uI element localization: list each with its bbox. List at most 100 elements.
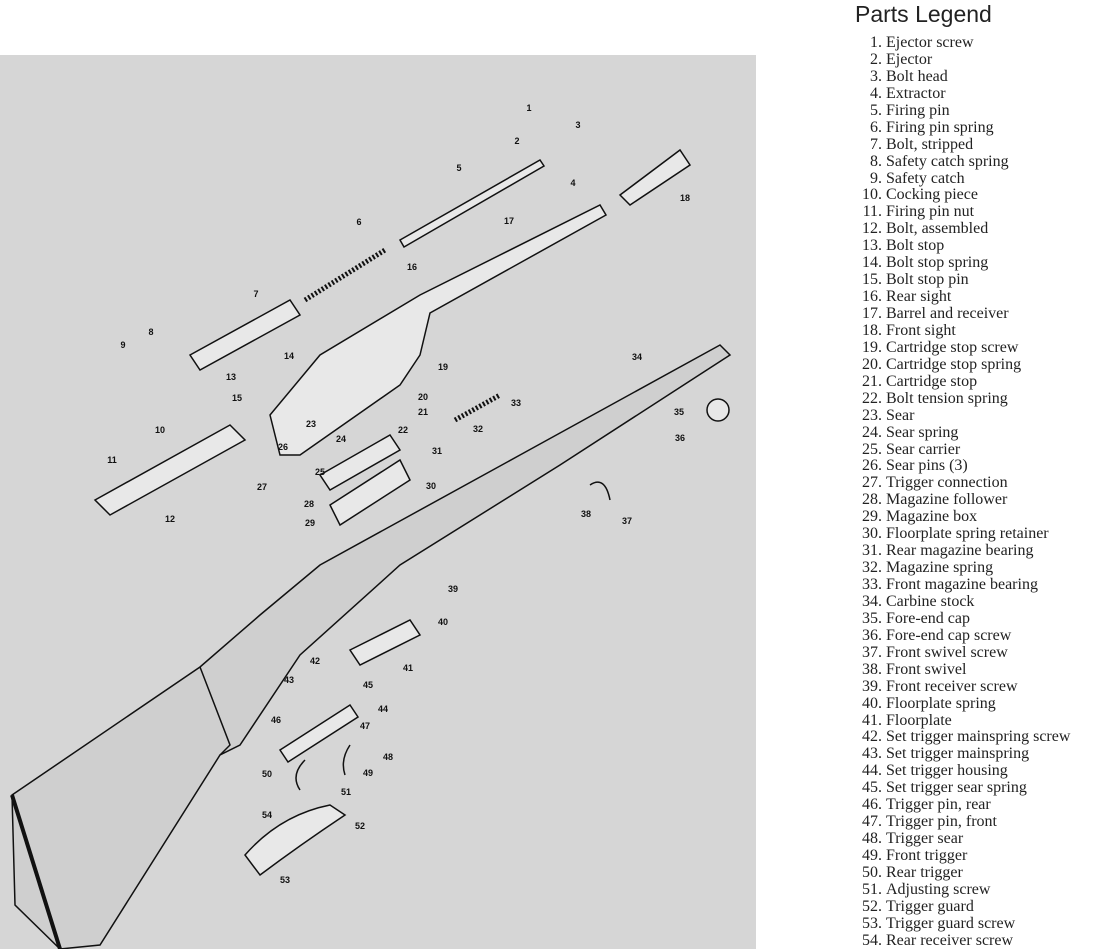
legend-item: 4.Extractor [852, 85, 1070, 102]
callout-41: 41 [402, 663, 414, 673]
legend-item-number: 44. [862, 762, 882, 780]
legend-item-number: 38. [862, 660, 882, 678]
callout-25: 25 [314, 467, 326, 477]
legend-item: 1.Ejector screw [852, 34, 1070, 51]
legend-item: 14.Bolt stop spring [852, 254, 1070, 271]
legend-item-number: 42. [862, 728, 882, 746]
legend-item-label: Fore-end cap screw [886, 626, 1012, 644]
callout-35: 35 [673, 407, 685, 417]
legend-item-label: Trigger guard [886, 897, 974, 915]
legend-item-label: Floorplate spring [886, 694, 996, 712]
legend-item-label: Firing pin spring [886, 118, 994, 136]
legend-item-label: Trigger connection [886, 474, 1008, 492]
callout-45: 45 [362, 680, 374, 690]
legend-item-label: Front sight [886, 321, 956, 339]
legend-item-number: 21. [862, 372, 882, 390]
legend-item: 5.Firing pin [852, 102, 1070, 119]
legend-item-number: 46. [862, 796, 882, 814]
callout-31: 31 [431, 446, 443, 456]
magazine-box [329, 458, 411, 527]
callout-40: 40 [437, 617, 449, 627]
legend-item-label: Bolt tension spring [886, 389, 1008, 407]
legend-item: 49.Front trigger [852, 847, 1070, 864]
legend-item: 6.Firing pin spring [852, 119, 1070, 136]
legend-item-label: Fore-end cap [886, 609, 970, 627]
legend-item-label: Adjusting screw [886, 880, 991, 898]
callout-44: 44 [377, 704, 389, 714]
legend-item-number: 50. [862, 863, 882, 881]
legend-item-label: Trigger guard screw [886, 914, 1016, 932]
legend-item-number: 54. [862, 931, 882, 949]
legend-item: 23.Sear [852, 407, 1070, 424]
legend-item-number: 29. [862, 508, 882, 526]
legend-item: 26.Sear pins (3) [852, 457, 1070, 474]
legend-item-number: 13. [862, 237, 882, 255]
legend-item: 8.Safety catch spring [852, 153, 1070, 170]
legend-item: 46.Trigger pin, rear [852, 796, 1070, 813]
callout-37: 37 [621, 516, 633, 526]
legend-item-number: 47. [862, 813, 882, 831]
legend-item-label: Sear pins (3) [886, 457, 968, 475]
legend-item: 52.Trigger guard [852, 898, 1070, 915]
legend-item-number: 5. [870, 101, 882, 119]
callout-54: 54 [261, 810, 273, 820]
legend-item-number: 52. [862, 897, 882, 915]
legend-item: 19.Cartridge stop screw [852, 339, 1070, 356]
legend-item-number: 11. [862, 203, 882, 221]
front-trigger [342, 744, 351, 776]
legend-item-number: 33. [862, 576, 882, 593]
legend-item: 45.Set trigger sear spring [852, 779, 1070, 796]
legend-item: 9.Safety catch [852, 170, 1070, 187]
callout-14: 14 [283, 351, 295, 361]
legend-item-label: Cartridge stop [886, 372, 978, 390]
callout-8: 8 [148, 327, 154, 337]
legend-item-number: 53. [862, 914, 882, 932]
legend-item-number: 28. [862, 491, 882, 509]
legend-item-label: Set trigger housing [886, 762, 1008, 780]
legend-item: 35.Fore-end cap [852, 610, 1070, 627]
callout-26: 26 [277, 442, 289, 452]
legend-title: Parts Legend [855, 1, 992, 27]
legend-item: 31.Rear magazine bearing [852, 542, 1070, 559]
legend-item-label: Front receiver screw [886, 677, 1018, 695]
callout-4: 4 [570, 178, 576, 188]
callout-16: 16 [406, 262, 418, 272]
legend-item-number: 2. [870, 50, 882, 68]
legend-item: 42.Set trigger mainspring screw [852, 728, 1070, 745]
legend-item-number: 51. [862, 880, 882, 898]
legend-item-number: 31. [862, 542, 882, 560]
legend-item: 39.Front receiver screw [852, 678, 1070, 695]
legend-item-label: Front swivel [886, 660, 967, 678]
callout-36: 36 [674, 433, 686, 443]
legend-item-label: Magazine follower [886, 491, 1008, 509]
legend-item-number: 32. [862, 559, 882, 577]
legend-item: 30.Floorplate spring retainer [852, 525, 1070, 542]
legend-item-number: 12. [862, 220, 882, 238]
callout-39: 39 [447, 584, 459, 594]
legend-item-number: 30. [862, 525, 882, 543]
legend-item: 34.Carbine stock [852, 593, 1070, 610]
legend-item-label: Front trigger [886, 847, 968, 864]
legend-item-number: 25. [862, 440, 882, 458]
legend-item-number: 39. [862, 677, 882, 695]
legend-item-label: Rear receiver screw [886, 931, 1014, 949]
legend-item-label: Magazine box [886, 508, 978, 526]
legend-item: 54.Rear receiver screw [852, 932, 1070, 949]
callout-52: 52 [354, 821, 366, 831]
legend-item-label: Extractor [886, 84, 946, 102]
legend-item-label: Carbine stock [886, 592, 975, 610]
legend-item-number: 20. [862, 355, 882, 373]
legend-item-label: Trigger sear [886, 830, 964, 848]
legend-item: 11.Firing pin nut [852, 203, 1070, 220]
rifle-drawing [10, 148, 732, 949]
rear-trigger [295, 759, 306, 791]
callout-33: 33 [510, 398, 522, 408]
callout-38: 38 [580, 509, 592, 519]
legend-item-number: 14. [862, 254, 882, 272]
callout-9: 9 [120, 340, 126, 350]
legend-item-number: 19. [862, 338, 882, 356]
magazine-follower [318, 434, 402, 491]
bolt-stripped [188, 299, 302, 371]
